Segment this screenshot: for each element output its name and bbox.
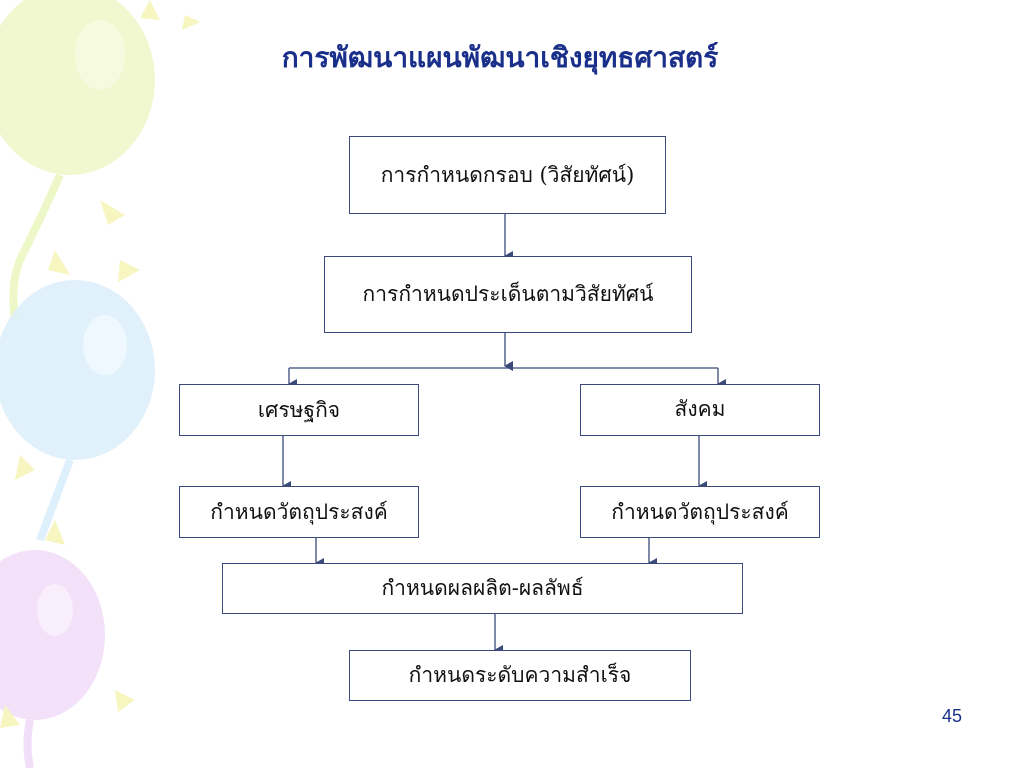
node-society: สังคม bbox=[580, 384, 820, 436]
balloon-icon bbox=[0, 280, 155, 542]
node-objective-left: กำหนดวัตถุประสงค์ bbox=[179, 486, 419, 538]
sparkle-decoration bbox=[0, 0, 200, 728]
node-issues: การกำหนดประเด็นตามวิสัยทัศน์ bbox=[324, 256, 692, 333]
balloon-icon bbox=[0, 0, 155, 321]
balloon-icon bbox=[0, 550, 105, 768]
page-number: 45 bbox=[941, 706, 962, 726]
node-success: กำหนดระดับความสำเร็จ bbox=[349, 650, 691, 701]
node-economy: เศรษฐกิจ bbox=[179, 384, 419, 436]
slide-title: การพัฒนาแผนพัฒนาเชิงยุทธศาสตร์ bbox=[281, 41, 719, 74]
node-framework: การกำหนดกรอบ (วิสัยทัศน์) bbox=[349, 136, 666, 214]
node-outputs: กำหนดผลผลิต-ผลลัพธ์ bbox=[222, 563, 743, 614]
node-objective-right: กำหนดวัตถุประสงค์ bbox=[580, 486, 820, 538]
